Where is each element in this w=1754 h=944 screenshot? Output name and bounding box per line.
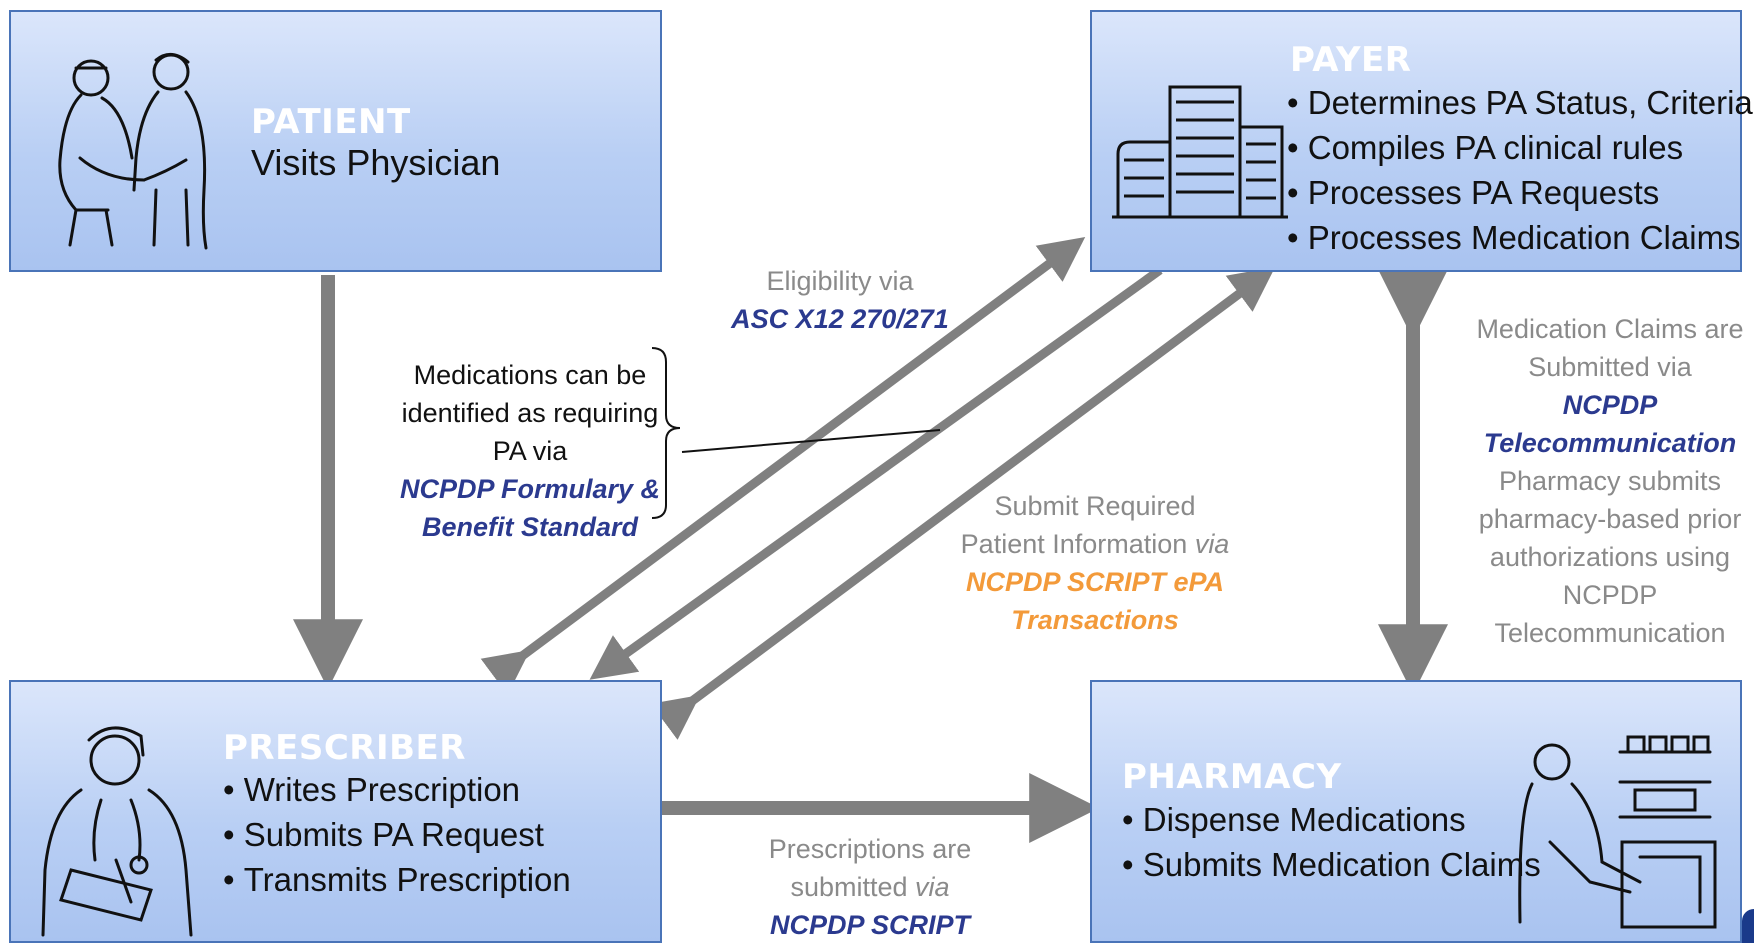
patient-physician-handshake-icon (58, 53, 208, 250)
script-label-line: Prescriptions are (768, 834, 972, 864)
epa-label-line: Submit Required (994, 491, 1196, 521)
patient-box: PATIENT Visits Physician (9, 10, 662, 272)
prescriber-duty-item: Writes Prescription (223, 767, 571, 812)
formulary-label-line: Medications can be (413, 360, 647, 390)
script-standard: NCPDP SCRIPT (769, 910, 971, 940)
claims-label-line: Telecommunication (1494, 618, 1726, 648)
eligibility-standard: ASC X12 270/271 (731, 304, 949, 334)
pharmacist-counter-icon (1518, 735, 1717, 929)
eligibility-label: Eligibility via ASC X12 270/271 (720, 262, 960, 338)
pharmacy-duties-list: Dispense Medications Submits Medication … (1122, 797, 1541, 887)
prescriber-title: PRESCRIBER (223, 728, 466, 768)
epa-label-text: Patient Information (960, 529, 1195, 559)
physician-writing-icon (41, 726, 193, 937)
payer-duty-item: Processes PA Requests (1287, 170, 1753, 215)
epa-label-line: Patient Information via (935, 525, 1255, 563)
script-label-text: submitted (790, 872, 916, 902)
payer-title: PAYER (1290, 40, 1412, 80)
prescriber-duty-item: Transmits Prescription (223, 857, 571, 902)
claims-standard: Telecommunication (1483, 428, 1737, 458)
pharmacy-title: PHARMACY (1122, 757, 1342, 797)
epa-standard: Transactions (1011, 605, 1179, 635)
payer-duty-item: Compiles PA clinical rules (1287, 125, 1753, 170)
claims-label-line: Pharmacy submits (1498, 466, 1722, 496)
prescriber-box: PRESCRIBER Writes Prescription Submits P… (9, 680, 662, 943)
epa-standard: NCPDP SCRIPT ePA (965, 567, 1225, 597)
claims-label-line: Submitted via (1528, 352, 1692, 382)
payer-box: PAYER Determines PA Status, Criteria Com… (1090, 10, 1753, 272)
formulary-brace (651, 347, 681, 519)
claims-label-line: authorizations using (1489, 542, 1731, 572)
formulary-standard: Benefit Standard (421, 512, 639, 542)
claims-label-line: Medication Claims are (1476, 314, 1744, 344)
arrow-epa (650, 266, 1276, 740)
formulary-label-line: PA via (492, 436, 568, 466)
payer-duty-item: Processes Medication Claims (1287, 215, 1753, 260)
eligibility-label-text: Eligibility via (766, 266, 914, 296)
epa-via: via (1194, 529, 1230, 559)
epa-label: Submit Required Patient Information via … (935, 487, 1255, 639)
formulary-label-line: identified as requiring (401, 398, 659, 428)
prescriber-duty-item: Submits PA Request (223, 812, 571, 857)
claims-label: Medication Claims are Submitted via NCPD… (1470, 310, 1750, 652)
formulary-standard: NCPDP Formulary & (399, 474, 661, 504)
formulary-label: Medications can be identified as requiri… (395, 356, 665, 546)
patient-title: PATIENT (251, 102, 411, 142)
pharmacy-box: PHARMACY Dispense Medications Submits Me… (1090, 680, 1742, 943)
script-via: via (915, 872, 950, 902)
prescriber-duties-list: Writes Prescription Submits PA Request T… (223, 767, 571, 902)
formulary-pointer-line (681, 429, 941, 453)
pharmacy-duty-item: Submits Medication Claims (1122, 842, 1541, 887)
pharmacy-duty-item: Dispense Medications (1122, 797, 1541, 842)
corner-accent (1742, 909, 1754, 943)
script-label: Prescriptions are submitted via NCPDP SC… (730, 830, 1010, 944)
payer-duty-item: Determines PA Status, Criteria (1287, 80, 1753, 125)
hospital-building-icon (1112, 85, 1288, 219)
patient-subtitle: Visits Physician (251, 142, 501, 183)
script-label-line: submitted via (730, 868, 1010, 906)
claims-standard: NCPDP (1562, 390, 1658, 420)
payer-duties-list: Determines PA Status, Criteria Compiles … (1287, 80, 1753, 260)
claims-label-line: NCPDP (1562, 580, 1658, 610)
claims-label-line: pharmacy-based prior (1478, 504, 1742, 534)
